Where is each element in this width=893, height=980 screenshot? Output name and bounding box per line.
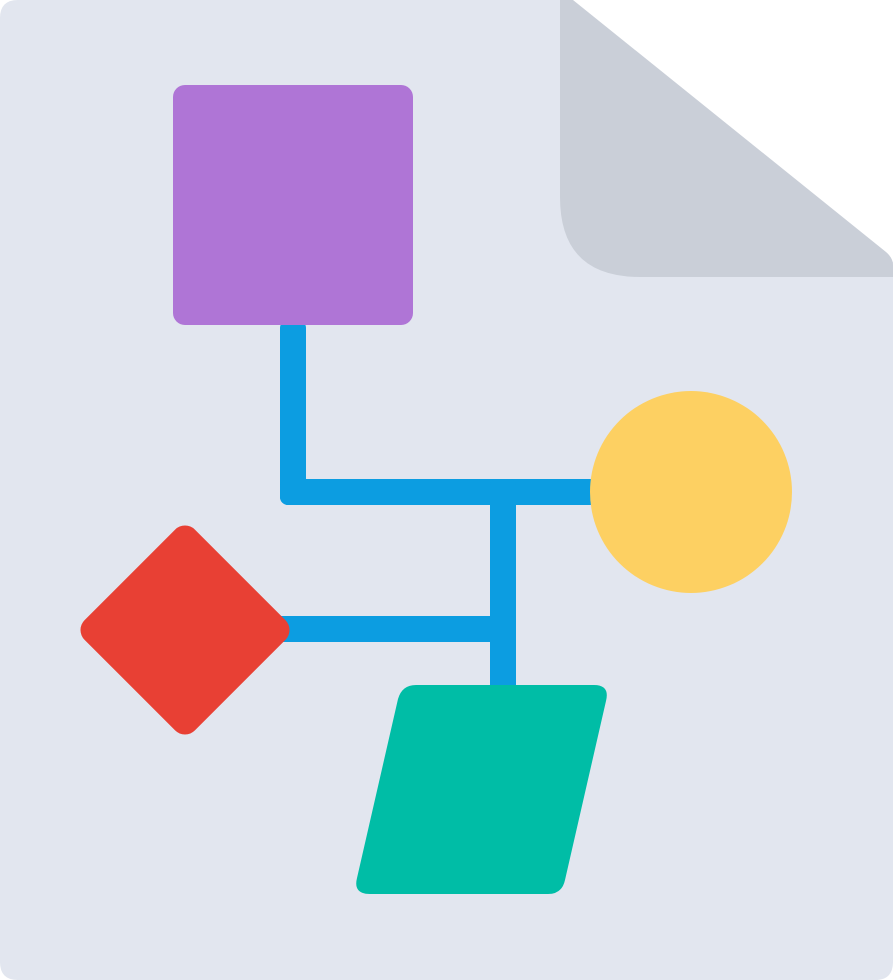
connector-horizontal-upper <box>280 479 598 505</box>
terminal-circle <box>590 391 792 593</box>
data-parallelogram <box>356 685 607 894</box>
connector-vertical-top <box>280 320 306 505</box>
process-square <box>173 85 413 325</box>
flowchart-connectors <box>268 320 598 694</box>
document-corner-fold <box>560 0 893 277</box>
connector-vertical-middle <box>490 479 516 694</box>
connector-horizontal-lower <box>268 616 516 642</box>
decision-diamond <box>80 525 290 735</box>
